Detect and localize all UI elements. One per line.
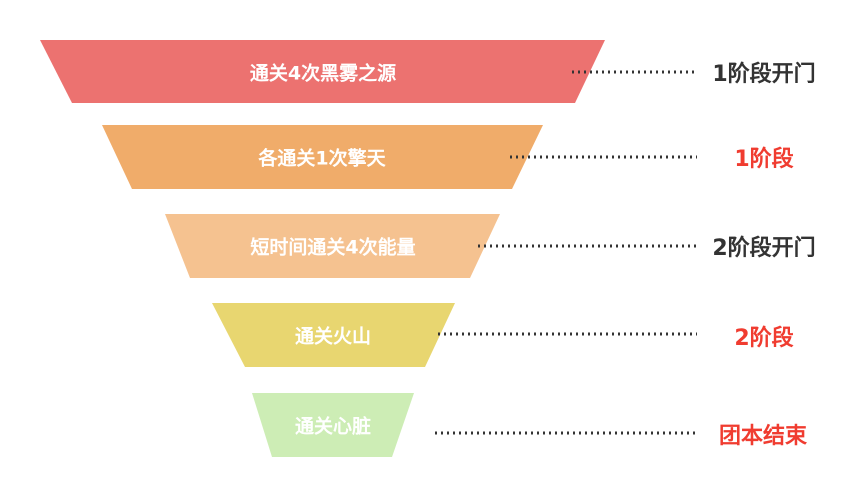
funnel-stage-label-2: 各通关1次擎天	[258, 147, 386, 170]
funnel-stage-label-3: 短时间通关4次能量	[250, 236, 416, 259]
funnel-stage-label-4: 通关火山	[294, 325, 372, 348]
funnel-stage-3	[165, 214, 500, 278]
stage-note-4: 2阶段	[734, 326, 794, 351]
funnel-stage-4	[212, 303, 455, 367]
funnel-stage-label-1: 通关4次黑雾之源	[249, 62, 397, 85]
stage-note-3: 2阶段开门	[712, 236, 816, 261]
funnel-stage-5	[252, 393, 414, 457]
stage-note-1: 1阶段开门	[712, 62, 816, 87]
funnel-stage-2	[102, 125, 543, 189]
stage-note-5: 团本结束	[718, 424, 808, 449]
funnel-stage-1	[40, 40, 605, 103]
stage-note-2: 1阶段	[734, 147, 794, 172]
funnel-stage-label-5: 通关心脏	[294, 415, 372, 438]
